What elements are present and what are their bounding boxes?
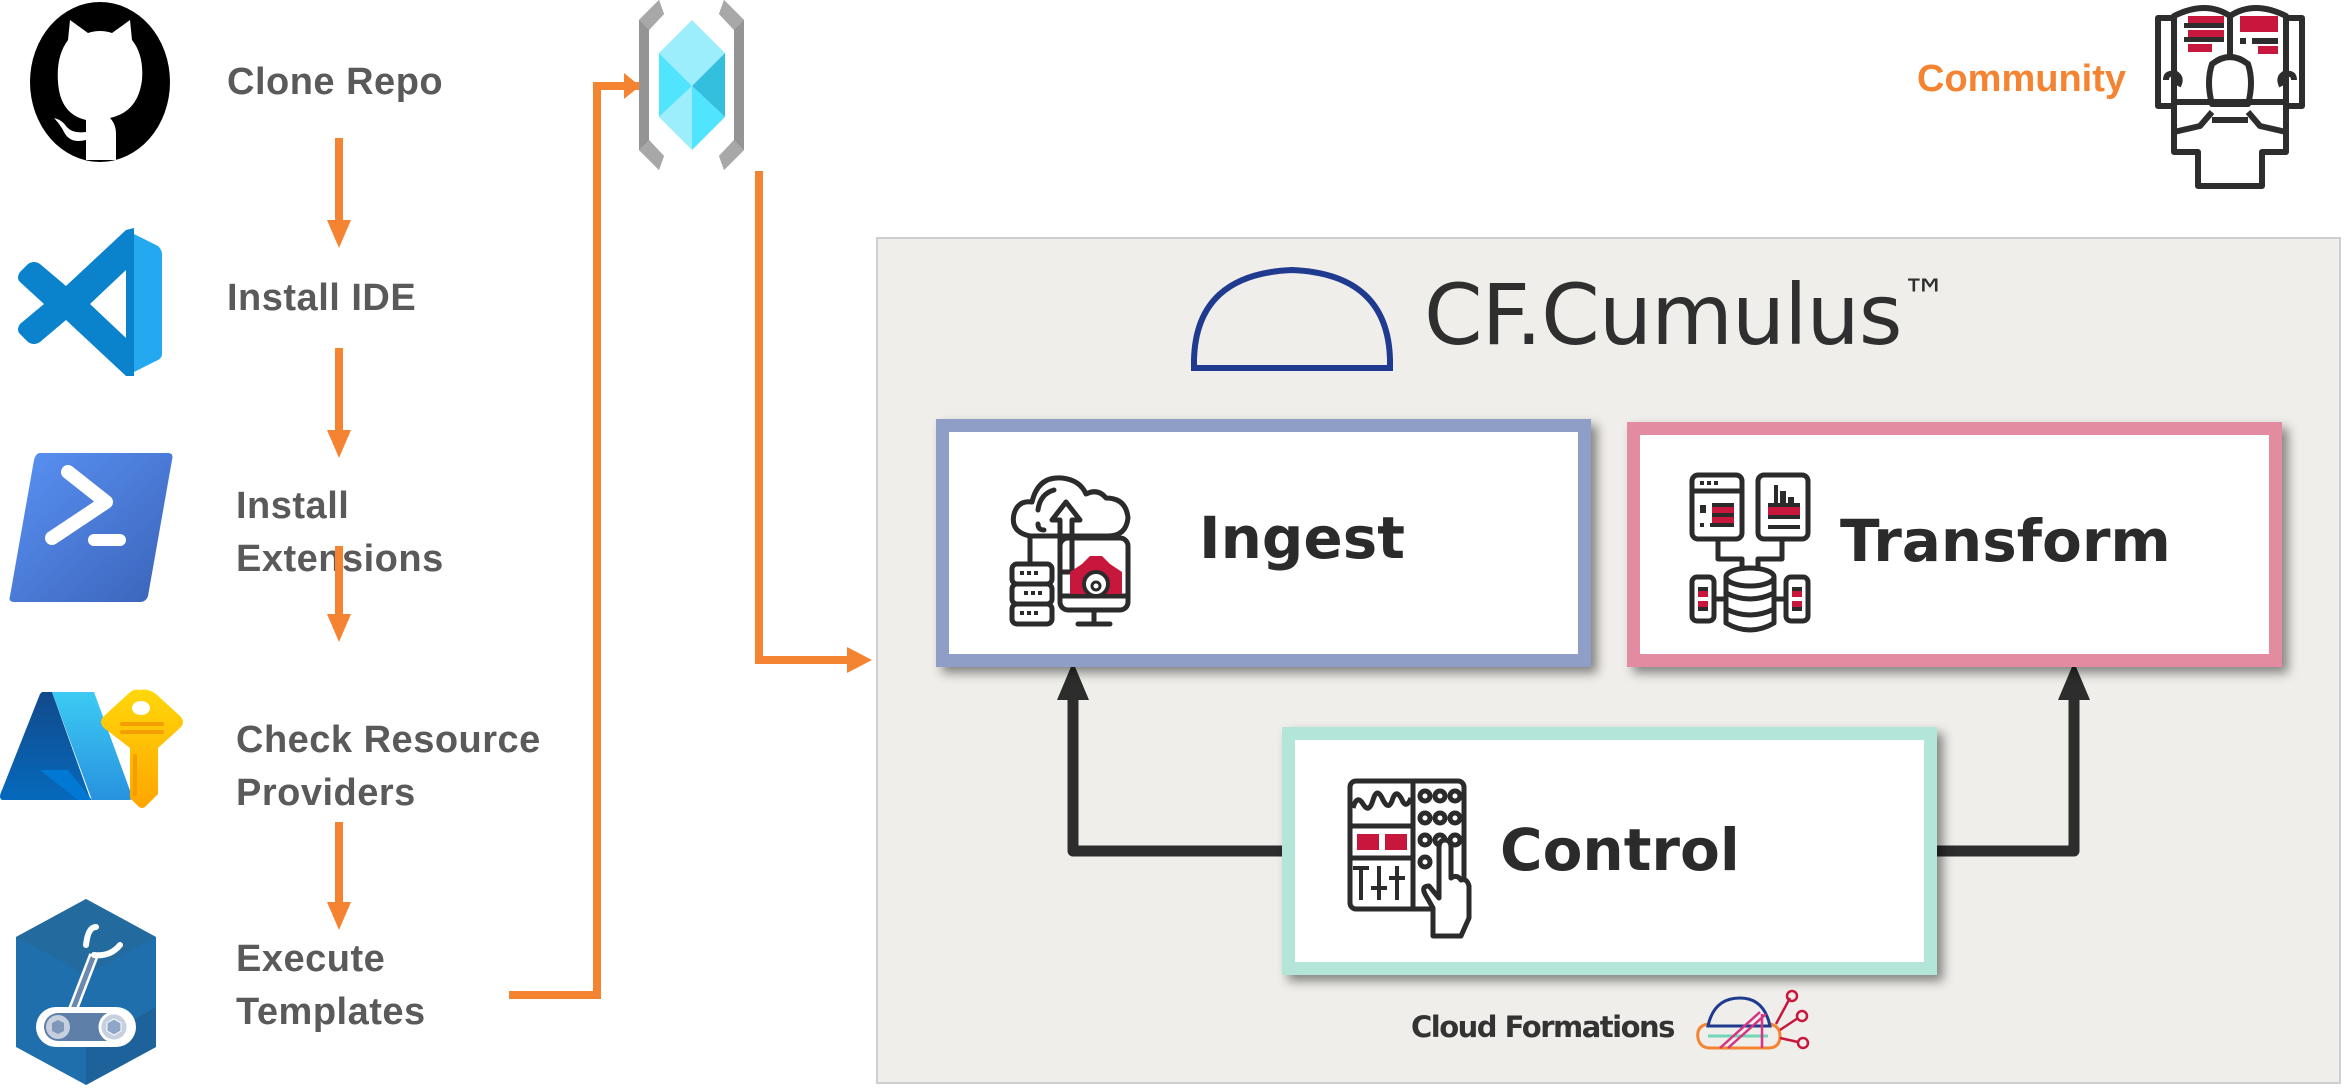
step-label: Providers — [236, 772, 416, 814]
step-label: Clone Repo — [227, 61, 444, 103]
step-execute-templates: Execute Templates — [0, 895, 600, 1092]
module-label: Control — [1500, 816, 1740, 884]
step-label: Templates — [236, 991, 426, 1033]
step-install-extensions: Install Extensions — [0, 450, 600, 610]
vscode-icon — [18, 228, 162, 376]
powershell-icon — [9, 453, 173, 602]
flow-arrow — [327, 822, 351, 930]
github-icon — [30, 2, 170, 162]
footer-brand-name: Cloud Formations — [1411, 1010, 1675, 1044]
arrowhead — [624, 73, 640, 99]
step-label: Execute — [236, 938, 386, 980]
step-check-resource-providers: Check Resource Providers — [0, 680, 600, 860]
connector-templates-to-resource-group — [509, 82, 640, 999]
devops-pipeline-icon — [16, 899, 156, 1085]
step-clone-repo: Clone Repo — [0, 0, 600, 170]
step-label: Install IDE — [227, 277, 417, 319]
platform-title-text: CF.Cumulus — [1424, 266, 1902, 364]
community-reader-icon — [2155, 5, 2305, 189]
module-label: Ingest — [1199, 504, 1405, 572]
flow-arrow — [327, 348, 351, 458]
step-install-ide: Install IDE — [0, 210, 600, 390]
platform-title: CF.Cumulus™ — [1424, 266, 1947, 364]
module-transform[interactable]: Transform — [1627, 422, 2282, 667]
trademark-symbol: ™ — [1901, 269, 1947, 323]
control-panel-icon — [1347, 778, 1472, 939]
step-label: Install — [236, 485, 350, 527]
database-transform-icon — [1689, 472, 1811, 633]
module-label: Transform — [1840, 507, 2171, 575]
community-label: Community — [1917, 58, 2126, 100]
connector-resource-group-to-platform — [755, 171, 848, 664]
step-label: Check Resource — [236, 719, 541, 761]
flow-arrow — [327, 138, 351, 248]
half-dome-logo — [1191, 266, 1393, 371]
azure-keyvault-icon — [0, 689, 183, 808]
connector-control-to-transform — [1937, 688, 2080, 857]
cloud-upload-server-icon — [1009, 475, 1131, 627]
module-control[interactable]: Control — [1282, 727, 1937, 975]
flow-arrow — [327, 546, 351, 642]
arrowhead — [1057, 662, 1089, 700]
cloud-formations-logo — [1696, 989, 1810, 1050]
module-ingest[interactable]: Ingest — [936, 419, 1591, 667]
arrowhead — [847, 647, 872, 673]
arrowhead — [2058, 662, 2090, 700]
azure-resource-group-icon — [639, 0, 744, 170]
connector-control-to-ingest — [1067, 688, 1282, 857]
